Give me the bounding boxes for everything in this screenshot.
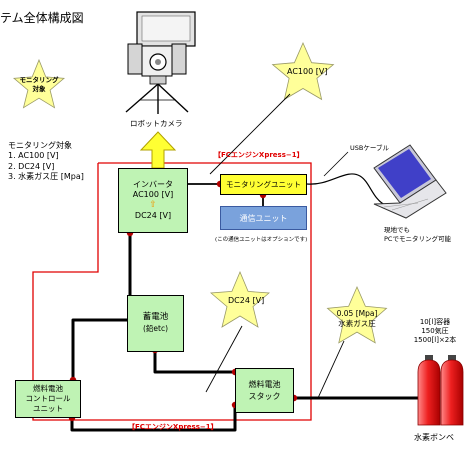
ac100-star-label: AC100 [V]: [287, 67, 328, 76]
inverter-up-arrow-icon: ⇧: [149, 199, 157, 210]
monitoring-target-list: モニタリング対象 1. AC100 [V] 2. DC24 [V] 3. 水素ガ…: [8, 141, 84, 183]
monitoring-list-item-1: 1. AC100 [V]: [8, 151, 59, 161]
inverter-line1: インバータ: [133, 179, 173, 189]
fc-controller-line3: ユニット: [33, 403, 63, 413]
ac100-star: [271, 42, 335, 101]
monitoring-unit-label: モニタリングユニット: [226, 180, 301, 189]
laptop-icon: [373, 144, 447, 219]
pressure-pointer-line: [317, 340, 345, 399]
hydrogen-cylinder-icon: [417, 355, 464, 426]
usb-cable-label: USBケーブル: [350, 144, 389, 152]
fc-stack-line2: スタック: [248, 391, 281, 401]
cylinder-spec: 10[l]容器 150気圧 1500[l]×2本: [406, 318, 464, 345]
battery-box: 蓄電池 (鉛etc): [127, 295, 184, 352]
battery-line1: 蓄電池: [142, 312, 169, 323]
fc-controller-line1: 燃料電池: [33, 384, 63, 394]
power-wiring: [70, 233, 420, 432]
fc-stack-box: 燃料電池 スタック: [235, 368, 294, 413]
pc-note-line1: 現地でも: [384, 226, 410, 234]
hydrogen-cylinder-label: 水素ボンベ: [414, 433, 454, 442]
comm-unit-box: 通信ユニット: [220, 206, 307, 230]
dc24-star-label: DC24 [V]: [228, 296, 265, 305]
robot-camera-icon: [125, 11, 196, 114]
pc-note-line2: PCでモニタリング可能: [384, 234, 451, 243]
monitoring-target-star-line1: モニタリング: [19, 76, 59, 85]
monitoring-target-star: [12, 58, 66, 109]
battery-line2: (鉛etc): [142, 324, 169, 334]
monitoring-list-item-2: 2. DC24 [V]: [8, 161, 55, 171]
monitoring-unit-box: モニタリングユニット: [220, 174, 307, 195]
cylinder-spec-line1: 10[l]容器: [419, 318, 451, 326]
pressure-star-line2: 水素ガス圧: [338, 319, 376, 328]
pressure-star: [326, 285, 388, 344]
pc-monitoring-note: 現地でも PCでモニタリング可能: [384, 226, 451, 244]
page-title: テム全体構成図: [0, 11, 84, 25]
inverter-box: インバータ AC100 [V] ⇧ DC24 [V]: [118, 168, 188, 233]
monitoring-target-star-line2: 対象: [32, 85, 46, 93]
ac100-pointer-line: [209, 93, 291, 175]
monitoring-target-star-label: モニタリング 対象: [18, 74, 60, 96]
monitoring-list-heading: モニタリング対象: [8, 141, 72, 150]
cylinder-spec-line3: 1500[l]×2本: [413, 336, 457, 345]
fc-engine-boundary: [32, 162, 312, 421]
fc-controller-line2: コントロール: [25, 394, 71, 404]
pressure-star-label: 0.05 [Mpa] 水素ガス圧: [333, 308, 381, 330]
comm-unit-label: 通信ユニット: [239, 213, 288, 223]
cylinder-spec-line2: 150気圧: [421, 327, 449, 336]
comm-unit-note: (この通信ユニットはオプションです): [215, 237, 308, 243]
inverter-line2: AC100 [V]: [132, 189, 174, 199]
inverter-line3: DC24 [V]: [134, 211, 172, 221]
usb-label-pointer: [323, 151, 349, 177]
usb-cable: [306, 173, 386, 206]
fc-controller-box: 燃料電池 コントロール ユニット: [15, 380, 81, 418]
fc-engine-bottom-label: 【FCエンジンXpress−1】: [128, 423, 218, 431]
fc-stack-line1: 燃料電池: [248, 380, 281, 390]
monitoring-list-item-3: 3. 水素ガス圧 [Mpa]: [8, 172, 84, 182]
fc-engine-top-label: 【FCエンジンXpress−1】: [214, 151, 304, 159]
power-to-camera-arrow: [139, 131, 177, 169]
pressure-star-line1: 0.05 [Mpa]: [336, 308, 378, 318]
dc24-star: [210, 270, 270, 328]
robot-camera-label: ロボットカメラ: [130, 119, 183, 128]
dc24-pointer-line: [205, 325, 243, 393]
